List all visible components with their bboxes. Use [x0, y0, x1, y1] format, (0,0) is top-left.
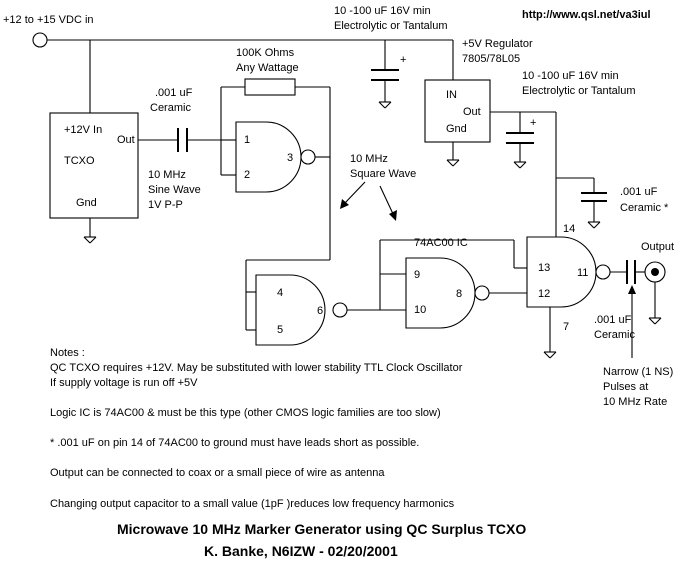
diagram-author: K. Banke, N6IZW - 02/20/2001 [204, 543, 398, 559]
tcxo-module [49, 112, 139, 219]
output-capacitor [626, 260, 636, 284]
source-url: http://www.qsl.net/va3iul [522, 9, 651, 21]
coupling-cap-value: .001 uF [155, 87, 193, 99]
voltage-regulator [424, 79, 491, 143]
output-label: Output [641, 241, 674, 253]
note-line: Logic IC is 74AC00 & must be this type (… [50, 407, 441, 419]
square-label-1: 10 MHz [350, 153, 388, 165]
ground-symbol [543, 351, 557, 359]
tcxo-name-label: TCXO [64, 155, 95, 167]
gnd-pin-label: 7 [563, 321, 569, 333]
sine-label-2: Sine Wave [148, 184, 201, 196]
coupling-capacitor [177, 128, 188, 152]
bypass-capacitor [556, 177, 607, 222]
gate3-pin9-label: 9 [414, 269, 420, 281]
pulse-label-2: Pulses at [603, 381, 648, 393]
ic-label: 74AC00 IC [414, 237, 468, 249]
output-connector-center [651, 268, 659, 276]
gate3-pin10-label: 10 [414, 304, 426, 316]
gate1-pin1-label: 1 [244, 134, 250, 146]
bypass-cap-value: .001 uF [620, 186, 658, 198]
gate1-pin2-label: 2 [244, 169, 250, 181]
sine-label-1: 10 MHz [148, 169, 186, 181]
pulse-label-1: Narrow (1 NS) [603, 366, 673, 378]
tcxo-gnd-label: Gnd [76, 197, 97, 209]
note-line: QC TCXO requires +12V. May be substitute… [50, 362, 463, 374]
regulator-title: +5V Regulator [462, 38, 533, 50]
reg-cap-polarity: + [530, 117, 536, 129]
reg-cap-type: Electrolytic or Tantalum [522, 85, 636, 97]
vcc-pin-label: 14 [563, 223, 575, 235]
note-line: Output can be connected to coax or a sma… [50, 467, 385, 479]
signal-arrow [379, 185, 397, 221]
feedback-resistor [244, 78, 296, 96]
sine-label-3: 1V P-P [148, 199, 183, 211]
gate1-inversion-bubble [300, 149, 316, 165]
resistor-rating: Any Wattage [236, 62, 299, 74]
regulator-filter-capacitor: + [506, 112, 536, 162]
regulator-part-number: 7805/78L05 [462, 53, 520, 65]
note-line: If supply voltage is run off +5V [50, 377, 198, 389]
tcxo-out-label: Out [117, 134, 135, 146]
regulator-out-label: Out [463, 106, 481, 118]
gate4-inversion-bubble [595, 264, 611, 280]
notes-heading: Notes : [50, 347, 85, 359]
gate1-pin3-label: 3 [287, 152, 293, 164]
signal-arrow [628, 285, 636, 358]
regulator-in-label: IN [446, 89, 457, 101]
supply-cap-type: Electrolytic or Tantalum [334, 20, 448, 32]
gate2-pin5-label: 5 [277, 324, 283, 336]
pulse-label-3: 10 MHz Rate [603, 396, 667, 408]
ground-symbol [648, 317, 662, 325]
ground-symbol [513, 161, 527, 169]
supply-cap-polarity: + [400, 54, 406, 66]
diagram-title: Microwave 10 MHz Marker Generator using … [117, 521, 526, 537]
coupling-cap-type: Ceramic [150, 102, 191, 114]
supply-cap-value: 10 -100 uF 16V min [334, 5, 431, 17]
supply-filter-capacitor: + [371, 40, 406, 102]
ground-symbol [83, 236, 97, 244]
note-line: * .001 uF on pin 14 of 74AC00 to ground … [50, 437, 419, 449]
gate3-inversion-bubble [474, 285, 490, 301]
reg-cap-value: 10 -100 uF 16V min [522, 70, 619, 82]
output-cap-type: Ceramic [594, 329, 635, 341]
note-line: Changing output capacitor to a small val… [50, 498, 455, 510]
ground-symbol [446, 159, 460, 167]
gate4-pin13-label: 13 [538, 262, 550, 274]
resistor-value: 100K Ohms [236, 47, 295, 59]
square-label-2: Square Wave [350, 168, 416, 180]
gate2-pin6-label: 6 [317, 305, 323, 317]
power-input-terminal [32, 32, 48, 48]
supply-input-label: +12 to +15 VDC in [3, 14, 94, 26]
gate2-inversion-bubble [332, 302, 348, 318]
ground-symbol [378, 101, 392, 109]
gate3-pin8-label: 8 [456, 288, 462, 300]
nand-gate-2 [255, 274, 326, 346]
signal-arrow [340, 181, 366, 209]
bypass-cap-type: Ceramic * [620, 202, 669, 214]
gate2-pin4-label: 4 [277, 287, 283, 299]
regulator-gnd-label: Gnd [446, 123, 467, 135]
ground-symbol [587, 221, 601, 229]
output-cap-value: .001 uF [594, 314, 632, 326]
gate4-pin11-label: 11 [577, 267, 588, 279]
tcxo-power-label: +12V In [64, 124, 102, 136]
gate4-pin12-label: 12 [538, 288, 550, 300]
